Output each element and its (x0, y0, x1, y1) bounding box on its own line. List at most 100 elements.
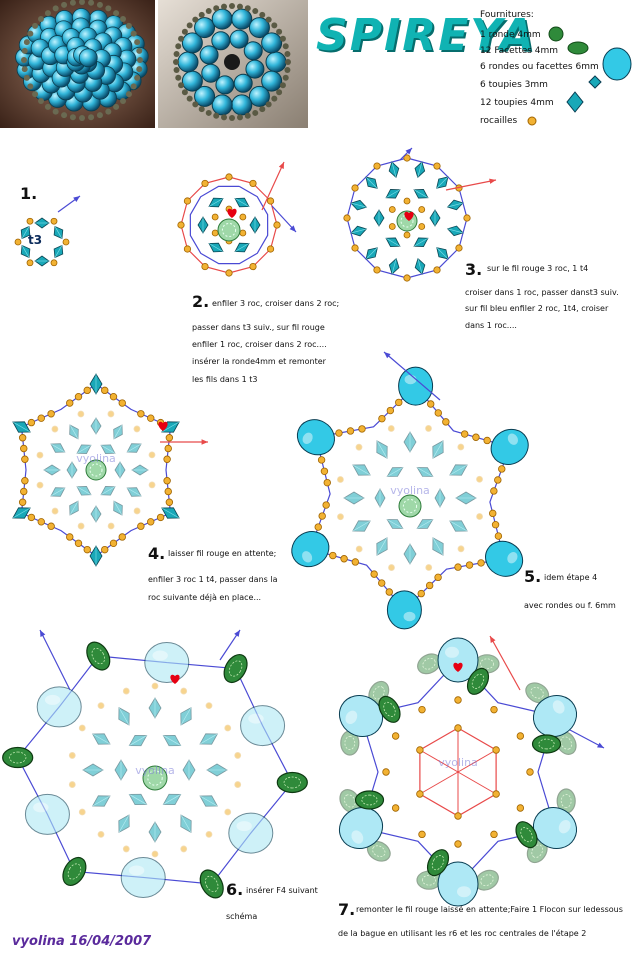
photo-seed-bead (276, 28, 283, 35)
seed-bead (97, 830, 105, 838)
step-5-number: 5. (524, 567, 542, 586)
thread-arrow (445, 179, 497, 191)
toupie-bead (365, 176, 378, 189)
seed-bead (425, 425, 432, 432)
photo-bead (261, 32, 283, 54)
toupie-bead (352, 520, 371, 532)
seed-bead (249, 179, 257, 188)
round-bead (296, 419, 335, 456)
round-bead (490, 428, 529, 465)
round-bead (398, 366, 434, 406)
photo-seed-bead (134, 39, 141, 46)
seed-bead (51, 507, 59, 515)
seed-bead (337, 476, 344, 483)
toupie-bead (76, 444, 92, 454)
toupie-bead (208, 242, 224, 253)
step-5-line: idem étape 4 (544, 573, 598, 582)
seed-bead (526, 768, 534, 776)
seed-bead (373, 266, 381, 274)
photo-seed-bead (221, 3, 228, 10)
seed-bead (425, 564, 433, 571)
toupie-bead (20, 244, 31, 259)
seed-bead (329, 551, 337, 560)
seed-bead (118, 399, 126, 407)
seed-bead (249, 262, 257, 271)
photo-seed-bead (259, 106, 266, 113)
photo-seed-bead (271, 95, 278, 102)
seed-bead (477, 559, 485, 567)
watermark: vyolina (135, 764, 175, 777)
seed-bead (355, 545, 363, 553)
toupie-bead (113, 500, 123, 516)
photo-seed-bead (113, 10, 120, 17)
seed-bead (476, 475, 483, 483)
photo-seed-bead (136, 47, 143, 54)
seed-bead (418, 206, 426, 213)
photo-seed-bead (181, 89, 188, 96)
photo-seed-bead (175, 43, 182, 50)
round-bead (228, 812, 274, 854)
seed-bead (101, 386, 109, 395)
heart-marker (158, 421, 168, 431)
seed-bead (211, 213, 219, 221)
seed-bead (351, 184, 359, 192)
toupie-bead (446, 199, 464, 211)
seed-bead (391, 804, 400, 812)
toupie-bead (66, 461, 78, 479)
toupie-bead (449, 520, 468, 532)
toupie-bead (386, 467, 404, 477)
facet-bead (366, 840, 391, 862)
facet-bead (531, 734, 562, 754)
step-2-diagram (177, 161, 297, 277)
seed-bead (148, 451, 156, 459)
seed-bead (107, 410, 115, 418)
toupie-bead (416, 519, 434, 529)
photo-seed-bead (173, 51, 180, 58)
seed-bead (151, 682, 159, 690)
photo-seed-bead (44, 103, 51, 110)
step-5-line: avec rondes ou f. 6mm (524, 601, 616, 610)
toupie-bead (126, 487, 142, 497)
seed-bead (335, 429, 343, 437)
toupie-bead (76, 486, 92, 496)
step-7-diagram: vyolina (338, 635, 605, 907)
toupie-bead (89, 373, 103, 395)
photo-seed-bead (88, 0, 95, 6)
photo-seed-bead (61, 112, 68, 119)
seed-bead (78, 808, 86, 816)
step-5-diagram: vyolina (291, 351, 529, 630)
watermark: vyolina (438, 756, 478, 769)
toupie-bead (434, 488, 446, 508)
ring-photo-1 (0, 0, 155, 128)
seed-bead (434, 573, 442, 582)
seed-bead (177, 221, 185, 229)
seed-bead (27, 418, 36, 427)
photo-seed-bead (136, 66, 143, 73)
seed-bead (455, 244, 463, 252)
step-3-number: 3. (465, 260, 483, 279)
photo-bead (215, 75, 235, 95)
supply-item: 6 rondes ou facettes 6mm (480, 62, 599, 72)
toupie-bead (69, 500, 79, 516)
supply-item: rocailles (480, 116, 518, 126)
seed-bead (388, 564, 395, 571)
seed-bead (391, 732, 400, 740)
toupie-bead (197, 216, 209, 234)
toupie-bead (113, 424, 123, 440)
photo-seed-bead (120, 15, 127, 22)
seed-bead (20, 487, 28, 496)
center-round-bead (398, 494, 422, 518)
photo-seed-bead (259, 11, 266, 18)
toupie-bead (131, 464, 149, 476)
seed-bead (337, 513, 344, 521)
photo-seed-bead (244, 112, 251, 119)
seed-bead (26, 217, 34, 225)
toupie-bead (403, 431, 417, 453)
toupie-bead (12, 421, 31, 433)
photo-seed-bead (79, 0, 85, 5)
seed-bead (498, 465, 506, 473)
seed-bead (403, 197, 411, 205)
toupie-bead (455, 491, 477, 505)
toupie-bead (365, 247, 378, 260)
